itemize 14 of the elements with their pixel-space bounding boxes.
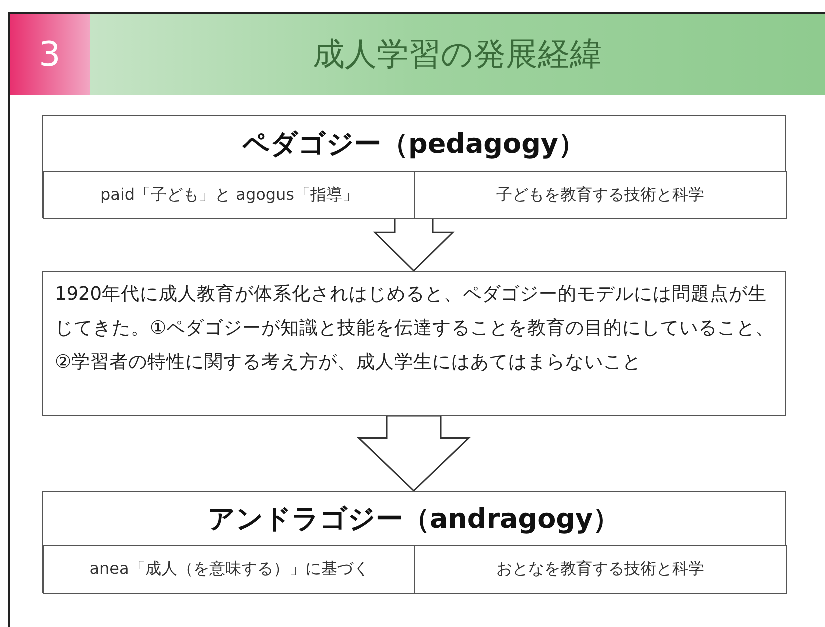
text-box xyxy=(42,271,786,416)
description-text: 1920年代に成人教育が体系化されはじめると、ペダゴジー的モデルには問題点が生じてきた。①ペダゴジーが知識と技能を伝達することを教育の目的にしていること、②学習者の特性に関する考え方が、成人学生にはあてはまらないこと xyxy=(55,283,775,375)
table-cell: 子どもを教育する技術と科学 xyxy=(414,171,787,219)
slide-title: 成人学習の発展経緯 xyxy=(312,34,603,74)
term-table xyxy=(42,491,786,593)
term-table xyxy=(42,115,786,218)
section-number: 3 xyxy=(10,14,90,95)
term-heading: ペダゴジー（pedagogy） xyxy=(242,128,586,162)
table-cell: anea「成人（を意味する）」に基づく xyxy=(43,545,416,594)
term-heading: アンドラゴジー（andragogy） xyxy=(206,502,622,536)
block-arrow xyxy=(357,415,471,492)
table-cell: paid「子ども」と agogus「指導」 xyxy=(43,171,416,219)
block-arrow xyxy=(373,217,455,272)
table-cell: おとなを教育する技術と科学 xyxy=(414,545,787,594)
